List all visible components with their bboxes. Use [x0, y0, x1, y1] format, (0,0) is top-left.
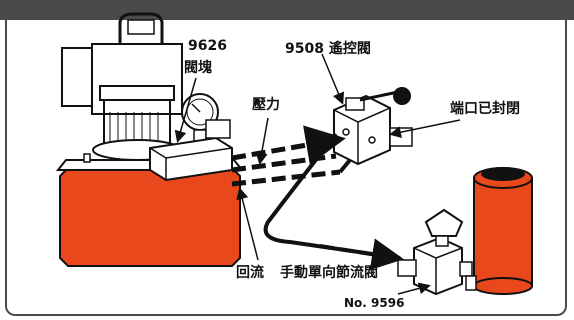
- part-number-label: No. 9596: [344, 296, 405, 310]
- remote-control-valve: [333, 87, 413, 166]
- valve-block: [149, 119, 233, 182]
- check-valve-label: 手動單向節流閥: [280, 265, 378, 281]
- pressure-label: 壓力: [252, 97, 280, 113]
- return-flow-label: 回流: [236, 265, 264, 281]
- check-valve: [397, 208, 473, 296]
- control-valve-label: 9508 遙控閥: [285, 41, 371, 57]
- leader-lines: [174, 53, 461, 295]
- block-number-label: 9626: [188, 38, 227, 54]
- block-name-label: 閥塊: [184, 60, 212, 76]
- reservoir-tank: [55, 159, 245, 267]
- hydraulic-cylinder: [465, 167, 533, 295]
- hydraulic-hose: [263, 132, 404, 271]
- flow-lines: [231, 125, 352, 187]
- port-sealed-label: 端口已封閉: [450, 101, 520, 117]
- diagram-frame: [5, 20, 567, 316]
- pump-motor: [61, 12, 183, 163]
